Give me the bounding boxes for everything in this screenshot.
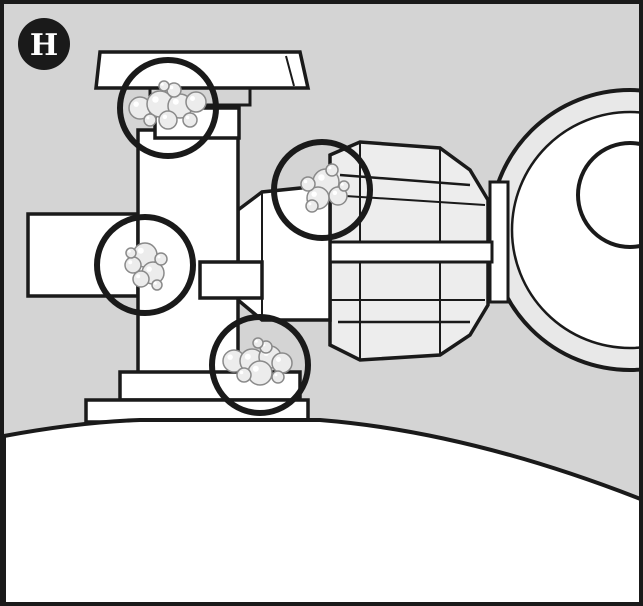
gas-regulator — [488, 88, 643, 372]
bubble-highlight — [252, 365, 259, 372]
leak-check-markers — [94, 57, 373, 416]
bubble-highlight — [303, 179, 308, 184]
magnifier-ring — [117, 57, 219, 159]
magnifier-ring — [209, 314, 311, 416]
bubble-highlight — [244, 353, 251, 360]
step-badge: H — [18, 18, 70, 70]
leak-check-bubble — [158, 80, 170, 92]
leak-check-bubble — [132, 270, 150, 288]
bubble-highlight — [137, 247, 144, 254]
bubble-highlight — [190, 96, 195, 101]
bubble-highlight — [227, 354, 233, 360]
leak-check-bubble — [338, 180, 350, 192]
bubble-highlight — [146, 116, 150, 120]
bubble-highlight — [127, 249, 131, 253]
leak-point-outlet-port — [94, 214, 196, 316]
bubble-highlight — [152, 96, 159, 103]
leak-check-bubble — [271, 352, 293, 374]
bubble-highlight — [311, 191, 317, 197]
leak-check-bubble — [252, 337, 264, 349]
regulator-coupling-nut — [320, 140, 494, 362]
step-label: H — [30, 28, 58, 63]
leak-point-handwheel-stem — [117, 57, 219, 159]
leak-point-valve-base — [209, 314, 311, 416]
bubble-highlight — [274, 373, 278, 377]
bubble-highlight — [308, 202, 312, 206]
bubble-highlight — [162, 114, 168, 120]
magnifier-ring — [94, 214, 196, 316]
leak-check-bubble — [185, 91, 207, 113]
bubble-highlight — [328, 166, 332, 170]
leak-check-bubble — [125, 247, 137, 259]
bubble-highlight — [160, 82, 164, 86]
bubble-highlight — [128, 260, 133, 265]
leak-check-bubble — [182, 112, 198, 128]
magnifier-ring — [271, 139, 373, 241]
bubble-highlight — [146, 266, 152, 272]
bubble-highlight — [153, 281, 157, 285]
bubble-highlight — [172, 98, 179, 105]
leak-check-bubble — [271, 370, 285, 384]
bubble-highlight — [185, 115, 190, 120]
leak-check-bubble — [151, 279, 163, 291]
bubble-highlight — [332, 190, 338, 196]
bubble-highlight — [276, 357, 281, 362]
leak-check-bubble — [154, 252, 168, 266]
leak-check-bubble — [158, 110, 178, 130]
leak-point-coupling-nut-joint — [271, 139, 373, 241]
bubble-highlight — [133, 101, 139, 107]
cylinder-top — [2, 418, 643, 606]
bubble-highlight — [318, 174, 325, 181]
leak-check-bubble — [143, 113, 157, 127]
leak-check-bubble — [236, 367, 252, 383]
leak-check-bubble — [325, 163, 339, 177]
bubble-highlight — [254, 339, 258, 343]
bubble-highlight — [340, 182, 344, 186]
bubble-highlight — [239, 370, 244, 375]
bubble-highlight — [157, 255, 161, 259]
bubble-highlight — [136, 274, 141, 279]
bubble-highlight — [169, 85, 174, 90]
leak-check-bubble — [247, 360, 273, 386]
leak-check-bubble — [305, 199, 319, 213]
leak-check-bubble — [300, 176, 316, 192]
